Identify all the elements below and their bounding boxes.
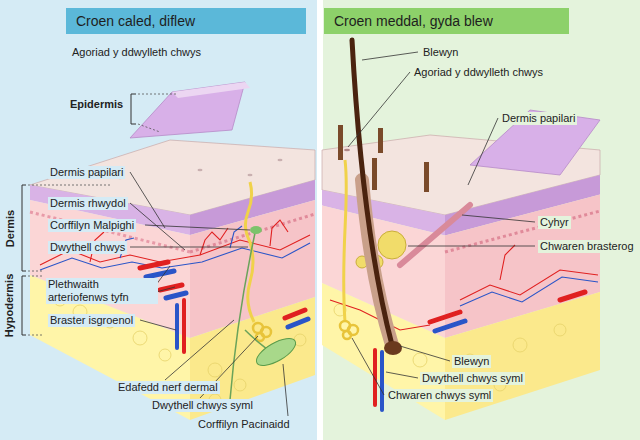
part-label: Chwaren brasterog — [538, 240, 636, 253]
part-label: Edafedd nerf dermal — [116, 381, 220, 394]
part-label: Corffilyn Malpighi — [48, 219, 136, 232]
part-label: Dermis papilari — [48, 166, 125, 179]
part-label: Agoriad y ddwylleth chwys — [70, 46, 203, 59]
layer-bracket-label: Hypodermis — [3, 271, 16, 339]
header-text: Croen meddal, gyda blew — [334, 13, 493, 29]
part-label: Plethwaith arteriofenws tyfn — [46, 278, 158, 304]
part-label: Dermis rhwydol — [48, 197, 128, 210]
part-label: Chwaren chwys syml — [386, 389, 493, 402]
part-label: Cyhyr — [538, 216, 571, 229]
part-label: Dwythell chwys syml — [150, 399, 255, 412]
part-label: Dermis papilari — [500, 112, 577, 125]
header-text: Croen caled, diflew — [76, 13, 195, 29]
header-band: Croen caled, diflew — [66, 8, 306, 34]
part-label: Epidermis — [68, 98, 125, 111]
header-band: Croen meddal, gyda blew — [324, 8, 569, 34]
part-label: Corffilyn Pacinaidd — [196, 418, 292, 431]
part-label: Blewyn — [452, 355, 491, 368]
part-label: Blewyn — [421, 46, 460, 59]
layer-bracket-label: Dermis — [4, 207, 17, 248]
part-label: Dwythell chwys — [48, 241, 127, 254]
part-label: Braster isgroenol — [48, 314, 135, 327]
part-label: Dwythell chwys syml — [420, 372, 525, 385]
part-label: Agoriad y ddwylleth chwys — [412, 66, 545, 79]
